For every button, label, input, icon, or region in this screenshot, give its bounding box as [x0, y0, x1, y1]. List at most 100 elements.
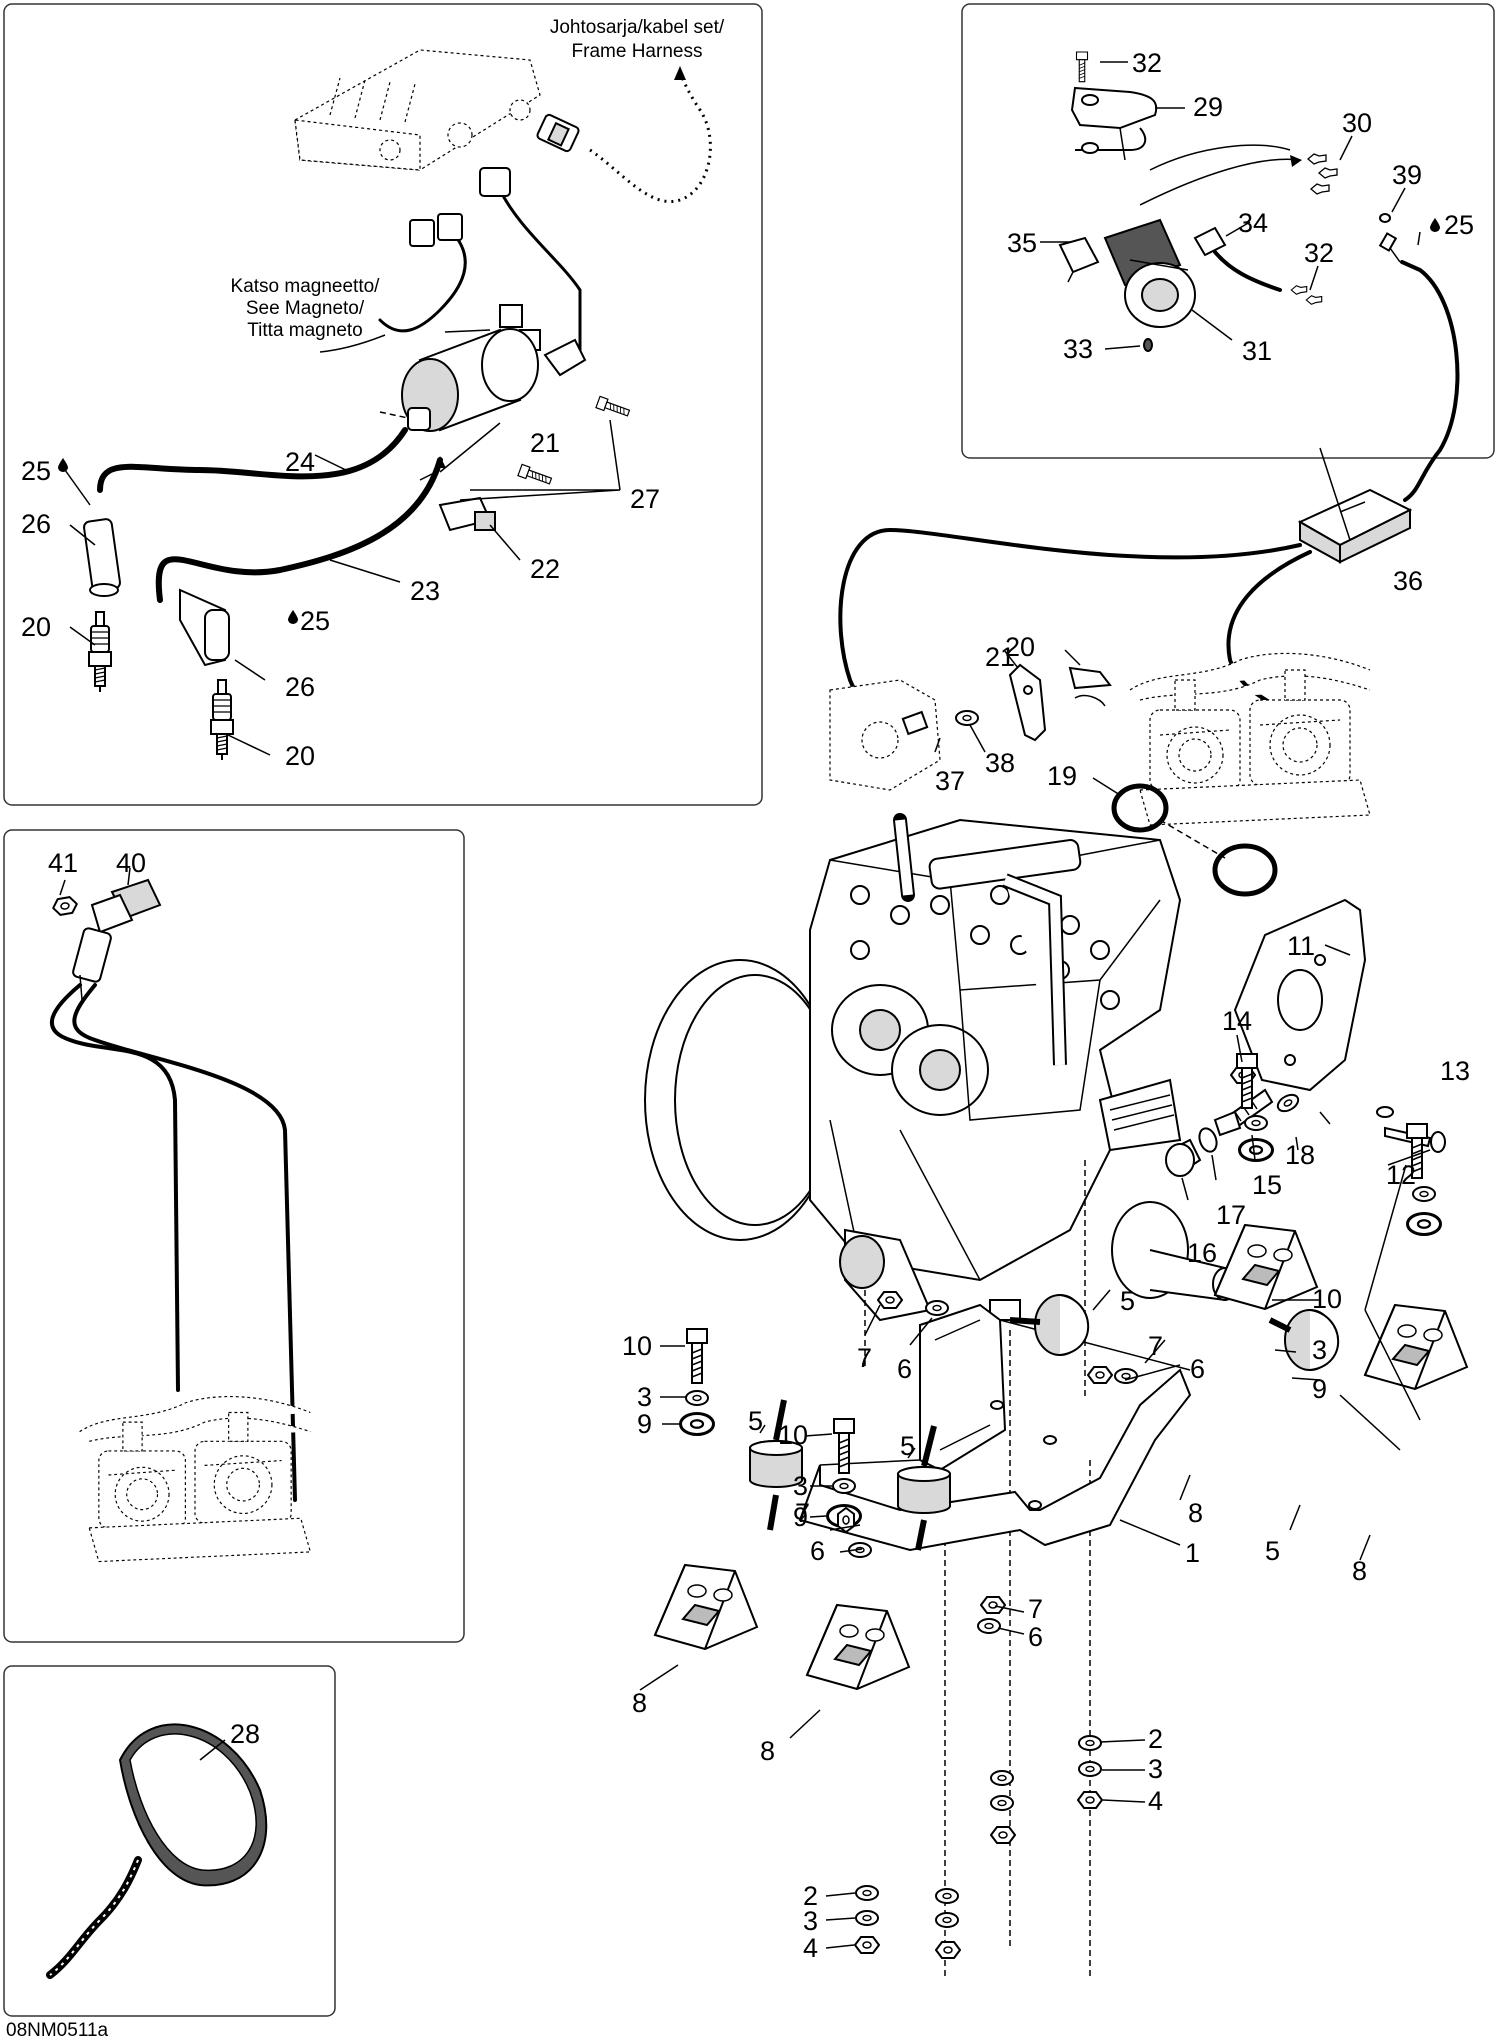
callout-10c: 10 [1312, 1284, 1342, 1314]
callout-26a: 26 [21, 509, 51, 539]
see-magneto-note-line3: Titta magneto [247, 320, 362, 341]
hv-cables [97, 427, 446, 603]
leader-8a [639, 1664, 679, 1691]
washer-13 [1376, 1106, 1394, 1118]
switch-bracket-29 [1070, 86, 1158, 161]
leader-41 [59, 879, 66, 896]
extra-lower-washers [935, 1795, 1014, 1928]
inset-cable-ring [3, 1665, 336, 2017]
leader-20b [227, 734, 271, 756]
callout-7d: 7 [1028, 1594, 1043, 1624]
leader-7a [864, 1304, 881, 1336]
callout-22: 22 [530, 554, 560, 584]
ignition-switch-31 [1103, 218, 1196, 328]
inset-ignition-switch [961, 3, 1495, 459]
callout-5b: 5 [1265, 1536, 1280, 1566]
leader-36 [1319, 447, 1351, 541]
cap-16 [1165, 1138, 1202, 1177]
leader-11 [1324, 944, 1351, 956]
callout-15: 15 [1252, 1170, 1282, 1200]
leader-5b [1289, 1504, 1301, 1531]
leader-2b [825, 1892, 856, 1897]
callout-10a: 10 [622, 1331, 652, 1361]
see-magneto-note-line2: See Magneto/ [246, 298, 365, 319]
stud-front-5c [767, 1399, 787, 1531]
callout-19: 19 [1047, 761, 1077, 791]
leader-23 [329, 559, 401, 583]
callout-6c: 6 [810, 1536, 825, 1566]
callout-3e: 3 [1148, 1754, 1163, 1784]
callout-11: 11 [1287, 931, 1315, 961]
washer-17 [1198, 1127, 1218, 1153]
callout-32a: 32 [1132, 48, 1162, 78]
callout-32b: 32 [1304, 238, 1334, 268]
callout-27: 27 [630, 484, 660, 514]
leader-8d [1359, 1534, 1371, 1561]
callout-4b: 4 [803, 1933, 818, 1963]
leader-3d [1339, 1394, 1401, 1451]
carburetors-ghost-left [79, 1395, 311, 1563]
callout-39: 39 [1392, 160, 1422, 190]
spark-plug-lower [210, 679, 234, 760]
see-magneto-note: Katso magneetto/ See Magneto/ Titta magn… [231, 276, 386, 353]
connector-39 [1378, 213, 1401, 263]
leader-30 [1339, 135, 1353, 161]
callout-17: 17 [1216, 1200, 1246, 1230]
sensor-body-37 [829, 679, 941, 791]
callout-7c: 7 [795, 1498, 810, 1528]
callout-33: 33 [1063, 334, 1093, 364]
callout-36: 36 [1393, 566, 1423, 596]
callout-24: 24 [285, 447, 315, 477]
callout-20c: 20 [1005, 632, 1035, 662]
mount-rear-5a [1009, 1294, 1090, 1356]
leader-9b [809, 1515, 827, 1518]
callout-28: 28 [230, 1719, 260, 1749]
callout-25a: 25 [21, 456, 51, 486]
leader-17 [1211, 1154, 1217, 1181]
callout-8d: 8 [1352, 1556, 1367, 1586]
switch-cover-35 [1058, 236, 1100, 283]
spark-plug-cap-upper [83, 518, 121, 597]
terminals-30 [1307, 153, 1338, 195]
leader-25a [64, 469, 91, 506]
callout-37: 37 [935, 766, 965, 796]
callout-34: 34 [1238, 208, 1268, 238]
callout-26b: 26 [285, 672, 315, 702]
callout-7b: 7 [1148, 1331, 1163, 1361]
see-magneto-note-line1: Katso magneetto/ [231, 276, 381, 297]
callout-8a: 8 [632, 1688, 647, 1718]
lower-nuts-4 [854, 1791, 1103, 1959]
callout-3a: 3 [637, 1382, 652, 1412]
switch-wiring [1139, 144, 1302, 206]
leader-12 [1387, 1149, 1431, 1166]
set-screw-33 [1143, 338, 1153, 352]
callout-18: 18 [1285, 1140, 1315, 1170]
lower-washers-2 [855, 1735, 1102, 1904]
sensor-cable-to-36 [1400, 260, 1460, 502]
bracket-8d [1364, 1304, 1468, 1390]
leader-6c [839, 1548, 863, 1553]
bracket-8b [806, 1604, 910, 1690]
callout-4a: 4 [1148, 1786, 1163, 1816]
leader-13 [1319, 1111, 1331, 1125]
leader-7b [1144, 1339, 1166, 1364]
coil-connector-22 [438, 496, 496, 532]
leader-15 [1251, 1134, 1256, 1161]
callout-5c: 5 [748, 1406, 763, 1436]
callout-10b: 10 [778, 1420, 808, 1450]
leader-20c [1064, 649, 1081, 666]
ignition-coil [379, 328, 539, 432]
oil-drop-25c [1430, 218, 1440, 232]
leader-39 [1391, 187, 1406, 213]
inset-ignition-coil [3, 3, 763, 806]
callout-6a: 6 [897, 1354, 912, 1384]
bracket-8a [654, 1564, 758, 1650]
leader-22 [489, 524, 521, 561]
leader-5c [759, 1424, 766, 1434]
callout-30: 30 [1342, 108, 1372, 138]
leader-16 [1181, 1177, 1189, 1201]
callout-20b: 20 [285, 741, 315, 771]
leader-6d [997, 1627, 1025, 1635]
frame-harness-note-line2: Frame Harness [572, 41, 703, 62]
leader-3c [1274, 1349, 1297, 1353]
